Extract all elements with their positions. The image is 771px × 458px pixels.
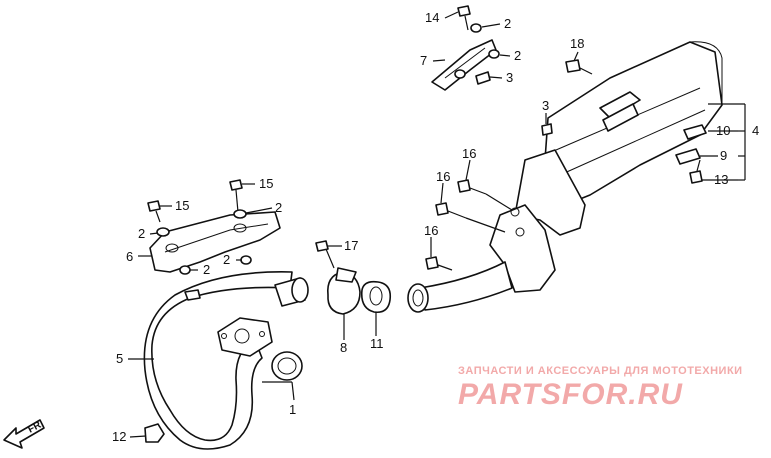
heat-protector bbox=[149, 211, 281, 273]
label-part-12: 12 bbox=[112, 429, 126, 444]
label-part-15: 15 bbox=[259, 176, 273, 191]
muffler-joint-gasket bbox=[360, 280, 392, 314]
label-part-10: 10 bbox=[716, 123, 730, 138]
exhaust-gasket bbox=[271, 351, 303, 381]
label-part-4: 4 bbox=[752, 123, 759, 138]
label-part-17: 17 bbox=[344, 238, 358, 253]
label-part-16: 16 bbox=[424, 223, 438, 238]
label-part-2: 2 bbox=[514, 48, 521, 63]
label-part-7: 7 bbox=[420, 53, 427, 68]
label-part-6: 6 bbox=[126, 249, 133, 264]
muffler-assembly bbox=[407, 41, 723, 313]
joint-clamp bbox=[326, 267, 361, 315]
label-part-2: 2 bbox=[275, 200, 282, 215]
label-part-3: 3 bbox=[542, 98, 549, 113]
label-part-2: 2 bbox=[203, 262, 210, 277]
exhaust-pipe bbox=[143, 271, 309, 450]
watermark-tagline: ЗАПЧАСТИ И АКСЕССУАРЫ ДЛЯ МОТОТЕХНИКИ bbox=[458, 365, 743, 377]
label-part-16: 16 bbox=[436, 169, 450, 184]
label-part-1: 1 bbox=[289, 402, 296, 417]
muffler-protector bbox=[431, 39, 497, 91]
label-part-2: 2 bbox=[504, 16, 511, 31]
leader-lines bbox=[128, 11, 746, 438]
front-direction-arrow: FR. bbox=[3, 418, 46, 449]
part-number-labels: 1 2 2 2 2 2 2 2 3 3 4 5 6 7 8 9 10 11 12… bbox=[112, 10, 759, 444]
label-part-2: 2 bbox=[138, 226, 145, 241]
label-part-9: 9 bbox=[720, 148, 727, 163]
front-direction-label: FR. bbox=[26, 418, 46, 435]
label-part-13: 13 bbox=[714, 172, 728, 187]
label-part-3: 3 bbox=[506, 70, 513, 85]
label-part-14: 14 bbox=[425, 10, 439, 25]
label-part-5: 5 bbox=[116, 351, 123, 366]
watermark-logo: PARTSFOR.RU bbox=[458, 378, 683, 411]
fasteners bbox=[144, 5, 707, 443]
label-part-8: 8 bbox=[340, 340, 347, 355]
label-part-2: 2 bbox=[223, 252, 230, 267]
watermark: ЗАПЧАСТИ И АКСЕССУАРЫ ДЛЯ МОТОТЕХНИКИ PA… bbox=[458, 365, 743, 411]
label-part-18: 18 bbox=[570, 36, 584, 51]
label-part-16: 16 bbox=[462, 146, 476, 161]
label-part-11: 11 bbox=[370, 336, 384, 351]
label-part-15: 15 bbox=[175, 198, 189, 213]
